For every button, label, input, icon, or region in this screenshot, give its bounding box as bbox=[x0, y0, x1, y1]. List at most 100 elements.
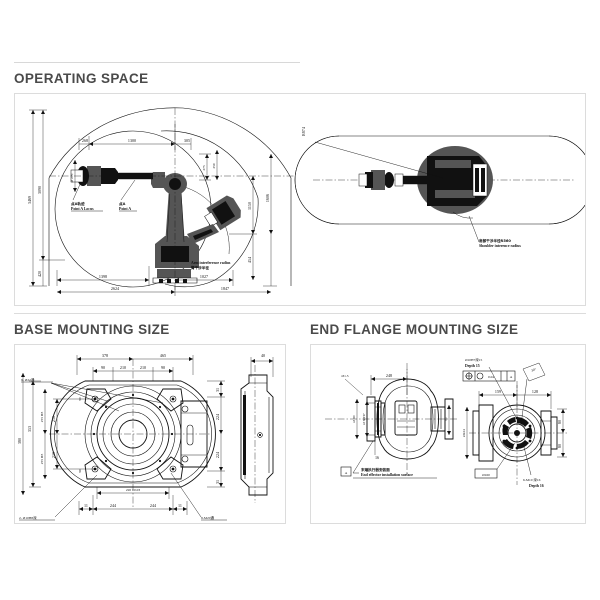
leader-point-a-locus bbox=[72, 181, 82, 201]
label-arm-interference-cn: 臂干涉半径 bbox=[191, 265, 209, 270]
dim-base-380: 380 bbox=[17, 438, 22, 444]
dim-base-353: 353 bbox=[27, 426, 32, 432]
dim-flange-81: 81 bbox=[444, 417, 448, 421]
base-left-dimensions bbox=[21, 373, 97, 495]
dim-base-244b: 244 bbox=[150, 503, 156, 508]
dim-base-465: 465 bbox=[160, 353, 166, 358]
label-shoulder-interference-cn: 肩部干涉半径R560 bbox=[478, 238, 511, 243]
dim-left-3090: 3090 bbox=[37, 186, 42, 194]
dim-base-210a: 210 bbox=[51, 416, 56, 422]
dim-right-350: 350 bbox=[212, 163, 216, 169]
flange-face-view-group: Ø10H7深15 Depth 15 0.04 A 30° bbox=[462, 357, 569, 488]
dim-flange-dia224: Ø224 bbox=[462, 429, 466, 437]
dim-right-1606: 1606 bbox=[265, 194, 270, 202]
dim-base-inner-90b: 90 bbox=[78, 469, 82, 473]
fcf-datum: A bbox=[510, 375, 513, 379]
leader-point-a bbox=[120, 179, 136, 201]
label-point-a-en: Point A bbox=[119, 207, 131, 211]
dim-right-454: 454 bbox=[247, 257, 252, 263]
label-point-a-locus-en: Point A Locus bbox=[71, 207, 94, 211]
dim-base-31a: 31 bbox=[215, 388, 220, 392]
dim-right-375: 375 bbox=[202, 165, 206, 171]
dim-base-sub-210a: 210 bbox=[120, 365, 126, 370]
dim-base-244a: 244 bbox=[110, 503, 116, 508]
label-point-a-locus-cn: 点A轨迹 bbox=[71, 201, 85, 206]
dim-base-378: 378 bbox=[102, 353, 108, 358]
note-9-dia22: 9- Ø22通 bbox=[21, 377, 35, 382]
side-view-wrist-diameter bbox=[73, 160, 77, 192]
base-bottom-dimensions bbox=[78, 487, 188, 515]
base-connector-block bbox=[180, 400, 208, 468]
callout-6m10-en: Depth 16 bbox=[529, 484, 544, 488]
dim-base-sub-210b: 210 bbox=[140, 365, 146, 370]
label-arm-interference-en: Arm interference radius bbox=[191, 261, 231, 265]
feature-control-frame: 0.04 A bbox=[462, 370, 516, 382]
panel-base-mounting: 378 465 90 210 210 90 bbox=[14, 344, 286, 524]
dim-base-sub-90a: 90 bbox=[101, 365, 105, 370]
dim-flange-159: 159 bbox=[495, 389, 501, 394]
dim-top-1300: 1300 bbox=[128, 138, 136, 143]
mid-divider bbox=[14, 313, 586, 314]
base-side-section-view: 40 bbox=[240, 353, 274, 503]
label-end-effector-surface-en: End effector installation surface bbox=[361, 473, 413, 477]
dim-base-side-40: 40 bbox=[261, 353, 265, 358]
dim-base-11b: 11 bbox=[178, 503, 182, 508]
top-view-group: R874 肩部干涉半径R560 Shoulder interence radiu… bbox=[294, 127, 585, 248]
dim-flange-128: 128 bbox=[532, 389, 538, 394]
note-2-dia10h8: 2- Ø10H8深 bbox=[19, 515, 37, 520]
panel-operating-space: 3469 3090 420 268 1300 305 bbox=[14, 93, 586, 306]
side-view-top-dimensions bbox=[78, 124, 192, 150]
operating-space-drawing: 3469 3090 420 268 1300 305 bbox=[27, 107, 585, 296]
dim-flange-0p5: Ø1.5 bbox=[342, 374, 349, 378]
flange-front-view-group: 248 Ø1.5 Ø 90 Ø 60H7 16 81 A 末端执行器安装面 En… bbox=[325, 363, 457, 479]
dim-base-255h8-b: 255 H8 bbox=[40, 454, 44, 465]
side-view-right-dimensions bbox=[199, 150, 277, 287]
dim-top-305: 305 bbox=[184, 138, 190, 143]
dim-base-inner-90a: 90 bbox=[78, 397, 82, 401]
base-mounting-drawing: 378 465 90 210 210 90 bbox=[17, 353, 274, 521]
dim-base-255h8-a: 255 H8 bbox=[40, 412, 44, 423]
callout-dia160: Ø160 bbox=[482, 473, 490, 477]
callout-dia10h7-en: Depth 15 bbox=[465, 364, 480, 368]
dim-base-sub-90b: 90 bbox=[161, 365, 165, 370]
side-view-group: 3469 3090 420 268 1300 305 bbox=[27, 107, 295, 296]
robot-top-silhouette bbox=[358, 146, 493, 214]
label-point-a-cn: 点A bbox=[119, 201, 126, 206]
datum-label-a: A bbox=[345, 471, 348, 475]
dim-flange-80a: 80 bbox=[557, 420, 562, 424]
base-plate-outline bbox=[50, 380, 216, 488]
dim-base-220-tol: 220 ±0.03 bbox=[126, 488, 140, 492]
dim-bottom-2624: 2624 bbox=[111, 286, 119, 291]
side-view-bottom-dimensions bbox=[56, 266, 271, 296]
bolt-circle bbox=[92, 393, 174, 475]
callout-angle-30: 30° bbox=[531, 367, 538, 373]
dim-flange-16: 16 bbox=[375, 455, 379, 460]
callout-dia10h7-cn: Ø10H7深15 bbox=[465, 357, 483, 362]
robot-side-silhouette bbox=[70, 166, 241, 284]
end-flange-drawing: 248 Ø1.5 Ø 90 Ø 60H7 16 81 A 末端执行器安装面 En… bbox=[325, 357, 569, 488]
dim-base-224a: 224 bbox=[215, 414, 220, 420]
top-divider bbox=[14, 62, 300, 63]
dim-left-3469: 3469 bbox=[27, 196, 32, 204]
flange-bolt-holes bbox=[502, 416, 532, 450]
section-title-operating-space: OPERATING SPACE bbox=[14, 71, 149, 86]
dim-flange-dia60h7: Ø 60H7 bbox=[362, 413, 366, 424]
dim-bottom-1398: 1398 bbox=[99, 274, 107, 279]
base-top-dimensions bbox=[76, 355, 194, 381]
dim-top-268: 268 bbox=[82, 138, 88, 143]
label-shoulder-interference-en: Shoulder interence radius bbox=[479, 244, 521, 248]
fcf-tolerance: 0.04 bbox=[488, 375, 494, 379]
dim-base-224b: 224 bbox=[215, 452, 220, 458]
dim-base-11a: 11 bbox=[84, 503, 88, 508]
leader-r874 bbox=[314, 141, 444, 179]
dim-bottom-1027: 1027 bbox=[200, 274, 208, 279]
section-title-end-flange: END FLANGE MOUNTING SIZE bbox=[310, 322, 519, 337]
flange-front-dimensions bbox=[344, 369, 451, 455]
dim-flange-248: 248 bbox=[386, 373, 392, 378]
dim-left-420: 420 bbox=[37, 271, 42, 277]
dim-right-1150: 1150 bbox=[247, 202, 252, 210]
callout-6m10-cn: 6-M10 深16 bbox=[523, 477, 541, 482]
label-r874: R874 bbox=[301, 127, 306, 136]
flange-face-dimensions bbox=[465, 385, 567, 459]
dim-wrist-dia: Ø 270 bbox=[70, 173, 74, 182]
